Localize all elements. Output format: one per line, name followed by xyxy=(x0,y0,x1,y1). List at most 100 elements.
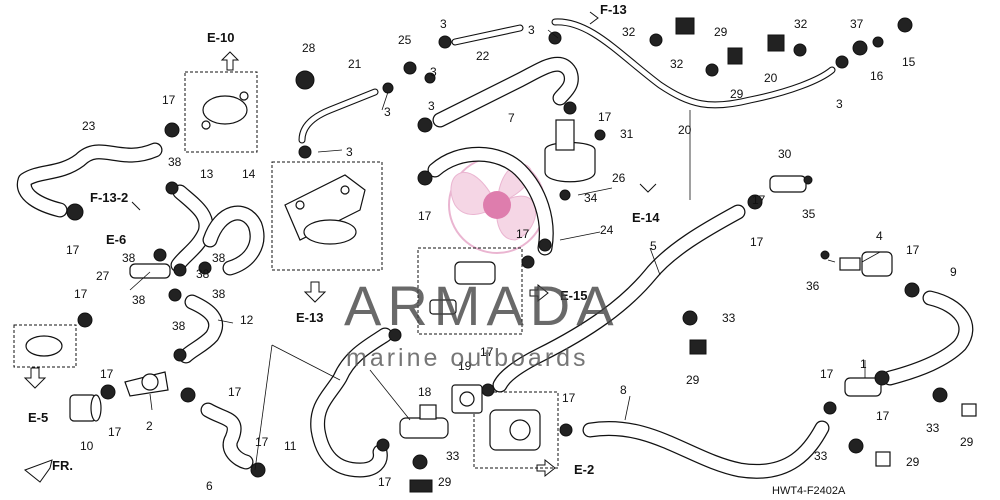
ref-e5: E-5 xyxy=(28,410,48,425)
joint-2[interactable] xyxy=(124,371,169,397)
callout-29: 29 xyxy=(714,25,728,39)
callout-17: 17 xyxy=(876,409,890,423)
hose-6[interactable] xyxy=(200,402,254,470)
callout-17: 17 xyxy=(255,435,269,449)
nipple-1[interactable] xyxy=(844,377,882,397)
callout-3: 3 xyxy=(440,17,447,31)
callout-33: 33 xyxy=(722,311,736,325)
ref-e10: E-10 xyxy=(207,30,234,45)
ref-e6: E-6 xyxy=(106,232,126,247)
hose-21[interactable] xyxy=(298,88,379,144)
joint-30[interactable] xyxy=(769,175,807,193)
callout-33: 33 xyxy=(926,421,940,435)
callout-9: 9 xyxy=(950,265,957,279)
leader-lines xyxy=(129,29,881,471)
callout-19: 19 xyxy=(458,359,472,373)
callout-17: 17 xyxy=(228,385,242,399)
callout-20: 20 xyxy=(764,71,778,85)
ref-f13-2: F-13-2 xyxy=(90,190,128,205)
hose-5[interactable] xyxy=(492,204,746,393)
callout-34: 34 xyxy=(584,191,598,205)
hose-7[interactable] xyxy=(432,56,579,128)
hose-14[interactable] xyxy=(202,205,265,276)
callout-17: 17 xyxy=(74,287,88,301)
joint-18[interactable] xyxy=(399,404,449,439)
callout-17: 17 xyxy=(108,425,122,439)
callout-30: 30 xyxy=(778,147,792,161)
callout-27: 27 xyxy=(96,269,110,283)
callout-17: 17 xyxy=(752,193,766,207)
hose-9[interactable] xyxy=(882,290,974,386)
callout-38: 38 xyxy=(122,251,136,265)
hose-12[interactable] xyxy=(178,294,224,364)
callout-12: 12 xyxy=(240,313,254,327)
callout-16: 16 xyxy=(870,69,884,83)
callout-33: 33 xyxy=(446,449,460,463)
callout-3: 3 xyxy=(346,145,353,159)
joint-27[interactable] xyxy=(129,263,171,279)
callout-38: 38 xyxy=(212,287,226,301)
hose-11[interactable] xyxy=(310,327,393,478)
callout-2: 2 xyxy=(146,419,153,433)
callout-21: 21 xyxy=(348,57,362,71)
callout-3: 3 xyxy=(836,97,843,111)
hose-13[interactable] xyxy=(170,184,214,273)
callout-3: 3 xyxy=(428,99,435,113)
callout-31: 31 xyxy=(620,127,634,141)
callout-17: 17 xyxy=(162,93,176,107)
hose-10[interactable] xyxy=(69,394,102,422)
callout-17: 17 xyxy=(480,345,494,359)
callout-14: 14 xyxy=(242,167,256,181)
ref-e14: E-14 xyxy=(632,210,660,225)
diagram-code: HWT4-F2402A xyxy=(772,485,846,497)
callout-5: 5 xyxy=(650,239,657,253)
callout-24: 24 xyxy=(600,223,614,237)
callout-4: 4 xyxy=(876,229,883,243)
thermostat-housing[interactable] xyxy=(544,119,596,183)
armada-propeller-logo xyxy=(448,156,546,254)
callout-17: 17 xyxy=(66,243,80,257)
callout-10: 10 xyxy=(80,439,94,453)
hose-8[interactable] xyxy=(582,420,830,479)
callout-37: 37 xyxy=(850,17,864,31)
callout-3: 3 xyxy=(528,23,535,37)
joint-e6[interactable] xyxy=(13,324,77,368)
callout-18: 18 xyxy=(418,385,432,399)
callout-11: 11 xyxy=(284,439,297,453)
callout-33: 33 xyxy=(814,449,828,463)
callout-29: 29 xyxy=(686,373,700,387)
water-pump-body[interactable] xyxy=(271,161,383,271)
ref-e2: E-2 xyxy=(574,462,594,477)
callout-6: 6 xyxy=(206,479,213,493)
callout-38: 38 xyxy=(132,293,146,307)
hose-22[interactable] xyxy=(451,24,524,46)
clamps[interactable] xyxy=(66,17,977,493)
ref-f13: F-13 xyxy=(600,2,627,17)
hose-20[interactable] xyxy=(551,18,836,109)
outlet-joint-e2[interactable] xyxy=(473,391,559,469)
callout-29: 29 xyxy=(906,455,920,469)
fitting-4[interactable] xyxy=(839,251,893,277)
callout-29: 29 xyxy=(730,87,744,101)
callout-28: 28 xyxy=(302,41,316,55)
callout-3: 3 xyxy=(430,65,437,79)
callout-17: 17 xyxy=(750,235,764,249)
callout-7: 7 xyxy=(508,111,515,125)
callout-17: 17 xyxy=(906,243,920,257)
reference-arrows xyxy=(23,11,657,483)
callout-8: 8 xyxy=(620,383,627,397)
fitting-e13[interactable] xyxy=(417,247,523,335)
hose-24[interactable] xyxy=(427,146,554,256)
hose-23[interactable] xyxy=(16,142,163,218)
callout-32: 32 xyxy=(794,17,808,31)
callout-38: 38 xyxy=(172,319,186,333)
thermostat-cover-e10[interactable] xyxy=(184,71,258,153)
callout-17: 17 xyxy=(820,367,834,381)
callout-38: 38 xyxy=(168,155,182,169)
callout-17: 17 xyxy=(100,367,114,381)
callout-numbers: 28 21 25 3 22 3 3 3 3 3 7 17 31 32 29 32… xyxy=(66,17,974,493)
callout-35: 35 xyxy=(802,207,816,221)
gasket-19[interactable] xyxy=(451,384,483,414)
